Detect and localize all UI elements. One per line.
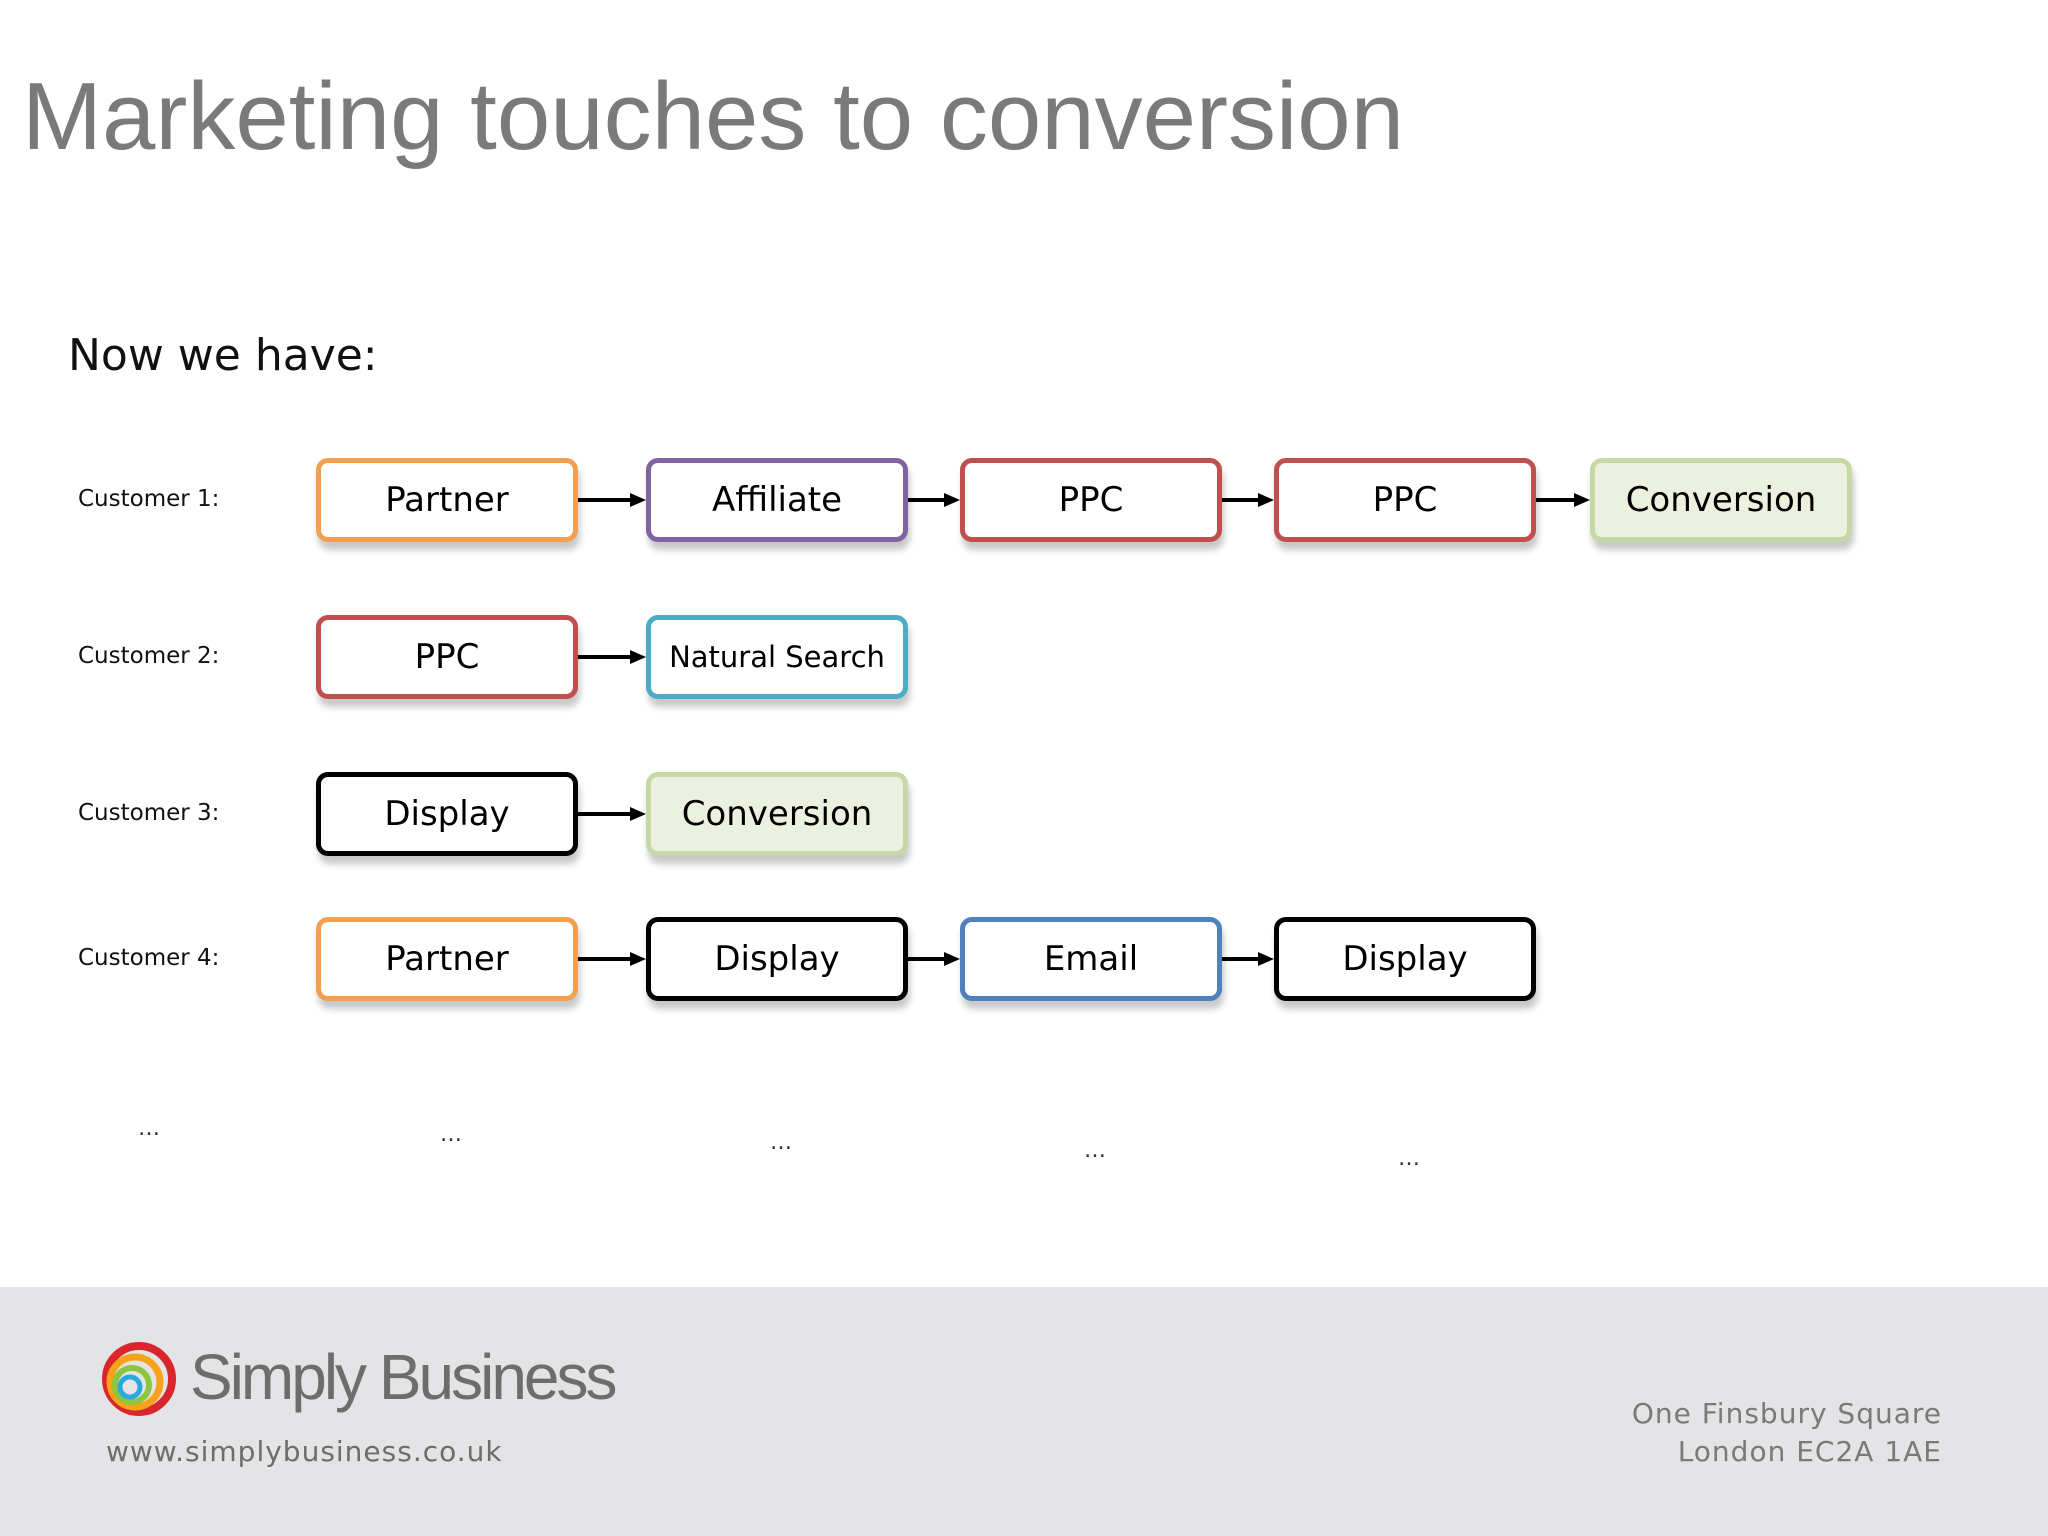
- customer-label: Customer 3:: [78, 800, 220, 826]
- address-line-1: One Finsbury Square: [1631, 1397, 1942, 1430]
- touch-label: Email: [1043, 939, 1139, 979]
- touch-node-ppc: PPC: [960, 458, 1222, 542]
- continuation-ellipsis: …: [1084, 1138, 1106, 1163]
- flow-arrow: [1222, 952, 1274, 966]
- touch-node-display: Display: [646, 917, 908, 1001]
- continuation-ellipsis: …: [770, 1130, 792, 1155]
- address-line-2: London EC2A 1AE: [1677, 1434, 1942, 1468]
- touch-label: Display: [1342, 939, 1468, 979]
- brand-name: Simply Business: [190, 1341, 617, 1413]
- flow-arrow: [578, 650, 646, 664]
- touch-node-display: Display: [316, 772, 578, 856]
- brand-url: www.simplybusiness.co.uk: [106, 1435, 503, 1468]
- customer-label: Customer 1:: [78, 486, 220, 512]
- footer-bar: [0, 1287, 2048, 1536]
- touch-node-conversion: Conversion: [1590, 458, 1852, 542]
- touch-node-display: Display: [1274, 917, 1536, 1001]
- flow-arrow: [908, 952, 960, 966]
- flow-arrow: [1536, 493, 1590, 507]
- touch-node-email: Email: [960, 917, 1222, 1001]
- touch-node-affiliate: Affiliate: [646, 458, 908, 542]
- office-address: One Finsbury Square London EC2A 1AE: [1632, 1395, 1942, 1471]
- touch-node-ppc: PPC: [316, 615, 578, 699]
- flow-arrow: [1222, 493, 1274, 507]
- touch-label: Partner: [385, 480, 509, 520]
- touch-label: PPC: [414, 637, 480, 677]
- touch-label: Natural Search: [669, 640, 885, 674]
- continuation-ellipsis: …: [440, 1122, 462, 1147]
- slide-title: Marketing touches to conversion: [22, 63, 1405, 170]
- touch-label: PPC: [1058, 480, 1124, 520]
- touch-label: Display: [384, 794, 510, 834]
- touch-label: PPC: [1372, 480, 1438, 520]
- continuation-ellipsis: …: [138, 1116, 160, 1141]
- touch-node-partner: Partner: [316, 917, 578, 1001]
- touch-node-partner: Partner: [316, 458, 578, 542]
- customer-label: Customer 4:: [78, 945, 220, 971]
- touch-node-natural-search: Natural Search: [646, 615, 908, 699]
- touch-label: Partner: [385, 939, 509, 979]
- touch-node-conversion: Conversion: [646, 772, 908, 856]
- flow-arrow: [578, 807, 646, 821]
- flow-arrow: [578, 952, 646, 966]
- customer-label: Customer 2:: [78, 643, 220, 669]
- touch-label: Affiliate: [711, 480, 843, 520]
- flow-arrow: [908, 493, 960, 507]
- touch-label: Conversion: [1625, 480, 1817, 520]
- continuation-ellipsis: …: [1398, 1146, 1420, 1171]
- slide-subtitle: Now we have:: [68, 330, 378, 381]
- simply-business-logo-icon: [102, 1342, 176, 1416]
- touch-label: Conversion: [681, 794, 873, 834]
- touch-node-ppc: PPC: [1274, 458, 1536, 542]
- touch-label: Display: [714, 939, 840, 979]
- flow-arrow: [578, 493, 646, 507]
